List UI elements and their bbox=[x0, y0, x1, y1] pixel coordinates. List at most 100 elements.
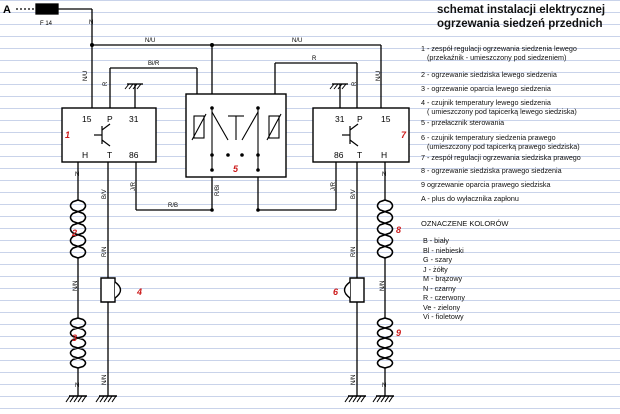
legend-item: 9 ogrzewanie oparcia prawego siedziska bbox=[421, 180, 617, 189]
pin-h-left: H bbox=[82, 150, 88, 160]
number-module-right: 7 bbox=[401, 130, 407, 140]
pin-h-right: H bbox=[381, 150, 387, 160]
wire-label-r-top: R bbox=[312, 56, 317, 62]
wire-label-bv: B/V bbox=[102, 189, 108, 199]
colors-heading: OZNACZENE KOLORÓW bbox=[421, 219, 509, 228]
wire-label-nu-left: N/U bbox=[83, 71, 89, 81]
legend-item-text: 6 - czujnik temperatury siedzenia praweg… bbox=[421, 133, 556, 142]
wire-label-bv-right: B/V bbox=[351, 189, 357, 199]
fuse-f14 bbox=[35, 3, 59, 15]
legend-item: 7 - zespół regulacji ogrzewania siedzisk… bbox=[421, 153, 617, 162]
heating-element-right-back-icon bbox=[376, 317, 394, 369]
color-code-item: J - żółty bbox=[423, 264, 448, 274]
page-title: schemat instalacji elektrycznej ogrzewan… bbox=[437, 3, 617, 31]
ground-icon bbox=[344, 395, 366, 403]
number-module-left: 1 bbox=[65, 130, 70, 140]
pin-p-right: P bbox=[357, 114, 363, 124]
color-code-item: R - czerwony bbox=[423, 293, 465, 302]
legend-item: 6 - czujnik temperatury siedzenia praweg… bbox=[421, 133, 617, 151]
wire-label-nu-right: N/U bbox=[376, 71, 382, 81]
legend-item: 4 - czujnik temperatury lewego siedzenia… bbox=[421, 98, 617, 116]
wire-label-r-left: R bbox=[103, 81, 109, 86]
legend-item-subtext: ( umieszczony pod tapicerką lewego siedz… bbox=[427, 107, 577, 116]
pin-31-right: 31 bbox=[335, 114, 345, 124]
ground-icon bbox=[65, 395, 87, 403]
sensor-right-icon bbox=[343, 277, 365, 303]
number-left-back: 3 bbox=[72, 333, 77, 343]
wire-label-nu-1: N/U bbox=[145, 38, 155, 44]
legend-item: 3 - ogrzewanie oparcia lewego siedzenia bbox=[421, 84, 617, 93]
wire-label-rb: R/B bbox=[168, 203, 178, 209]
ground-icon bbox=[372, 395, 394, 403]
legend-item-text: 5 - przełacznik sterowania bbox=[421, 118, 505, 127]
number-right-cushion: 8 bbox=[396, 225, 401, 235]
transistor-right-icon bbox=[342, 123, 359, 147]
legend-item: 1 - zespół regulacji ogrzewania siedzeni… bbox=[421, 44, 617, 62]
legend-item-text: 1 - zespół regulacji ogrzewania siedzeni… bbox=[421, 44, 577, 53]
pin-t-left: T bbox=[107, 150, 112, 160]
color-code-item: Ve - zielony bbox=[423, 302, 461, 312]
color-code-item: G - szary bbox=[423, 255, 453, 264]
wire-label-rn-right: R/N bbox=[351, 247, 357, 257]
color-code-item: N - czarny bbox=[423, 283, 456, 293]
number-left-sensor: 4 bbox=[136, 287, 142, 297]
wire-label-n-5: N bbox=[89, 20, 93, 26]
transistor-left-icon bbox=[94, 123, 111, 147]
sensor-left-icon bbox=[100, 277, 122, 303]
heating-element-left-back-icon bbox=[69, 317, 87, 369]
heating-element-right-cushion-icon bbox=[376, 199, 394, 259]
wire-label-jr-right: J/R bbox=[331, 181, 337, 191]
wire-label-n-2: N bbox=[382, 172, 386, 178]
legend-item-subtext: (przekaźnik - umieszczony pod siedzeniem… bbox=[427, 53, 567, 62]
legend-item-text: 9 ogrzewanie oparcia prawego siedziska bbox=[421, 180, 551, 189]
fuse-label: F 14 bbox=[40, 21, 53, 27]
supply-label: A bbox=[3, 4, 11, 16]
color-code-item: M - brązowy bbox=[423, 274, 463, 283]
number-right-back: 9 bbox=[396, 328, 401, 338]
legend-item: 8 - ogrzewanie siedziska prawego siedzen… bbox=[421, 166, 617, 175]
number-switch: 5 bbox=[233, 164, 239, 174]
number-right-sensor: 6 bbox=[333, 287, 339, 297]
wire-label-rbi: R/Bi bbox=[215, 185, 221, 196]
wire-label-r-right: R bbox=[352, 81, 358, 86]
number-left-cushion: 2 bbox=[71, 228, 77, 238]
legend-item: 2 - ogrzewanie siedziska lewego siedzeni… bbox=[421, 70, 617, 79]
wire-label-nu-2: N/U bbox=[292, 38, 302, 44]
legend-item-text: 3 - ogrzewanie oparcia lewego siedzenia bbox=[421, 84, 551, 93]
wire-label-nn-left: N/N bbox=[73, 281, 79, 291]
pin-t-right: T bbox=[357, 150, 362, 160]
legend-item-text: 7 - zespół regulacji ogrzewania siedzisk… bbox=[421, 153, 581, 162]
color-code-item: B - biały bbox=[423, 236, 449, 245]
wire-label-jr-left: J/R bbox=[131, 181, 137, 191]
pin-31-left: 31 bbox=[129, 114, 139, 124]
legend-item: 5 - przełacznik sterowania bbox=[421, 118, 617, 127]
legend-item-text: A - plus do wyłacznika zapłonu bbox=[421, 194, 519, 203]
wire-label-n-1: N bbox=[75, 172, 79, 178]
wire-label-nn-right: N/N bbox=[380, 281, 386, 291]
title-line-2: ogrzewania siedzeń przednich bbox=[437, 18, 603, 30]
heating-element-left-cushion-icon bbox=[69, 199, 87, 259]
wire-label-rn-left: R/N bbox=[102, 247, 108, 257]
wire-label-bir: Bi/R bbox=[148, 61, 160, 67]
pin-86-left: 86 bbox=[129, 150, 139, 160]
ground-icon bbox=[95, 395, 117, 403]
pin-86-right: 86 bbox=[334, 150, 344, 160]
pin-p-left: P bbox=[107, 114, 113, 124]
legend-item-text: 8 - ogrzewanie siedziska prawego siedzen… bbox=[421, 166, 562, 175]
legend-item-text: 4 - czujnik temperatury lewego siedzenia bbox=[421, 98, 551, 107]
color-code-item: Bl - niebieski bbox=[423, 245, 464, 255]
switch-contacts-icon bbox=[191, 108, 282, 170]
pin-15-right: 15 bbox=[381, 114, 391, 124]
module-right-box bbox=[312, 107, 410, 163]
wire-label-n-4: N bbox=[382, 383, 386, 389]
pin-15-left: 15 bbox=[82, 114, 92, 124]
wire-label-n-3: N bbox=[75, 383, 79, 389]
module-left-box bbox=[61, 107, 157, 163]
legend-item: A - plus do wyłacznika zapłonu bbox=[421, 194, 617, 203]
wire-label-nn-right-low: N/N bbox=[351, 375, 357, 385]
legend-item-subtext: (umieszczony pod tapicerką prawego siedz… bbox=[427, 142, 580, 151]
wire-label-nn-left-low: N/N bbox=[102, 375, 108, 385]
